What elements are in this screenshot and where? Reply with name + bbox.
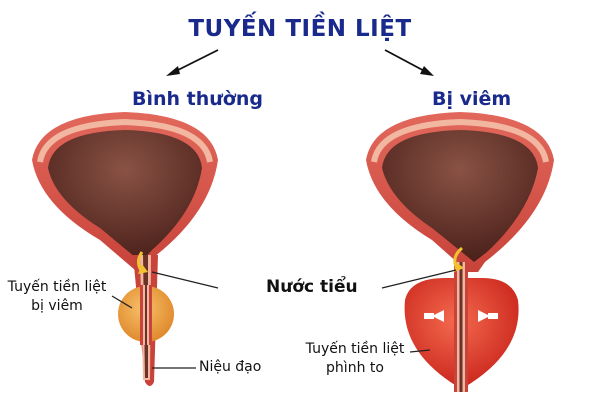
leader-inflamed-gland	[111, 295, 133, 309]
heading-normal: Bình thường	[132, 88, 263, 110]
leader-urine-right	[381, 269, 457, 289]
label-enlarged-gland-line1: Tuyến tiền liệt	[305, 341, 405, 357]
title-arrow-left	[166, 49, 219, 76]
enlarged-prostate	[404, 262, 519, 392]
compress-arrow-left	[432, 310, 444, 322]
diagram-title: TUYẾN TIỀN LIỆT	[188, 16, 412, 42]
leader-enlarged-gland	[409, 349, 431, 353]
label-inflamed-gland-line1: Tuyến tiền liệt	[7, 279, 107, 295]
leader-urine-left	[151, 271, 219, 289]
label-inflamed-gland-line2: bị viêm	[31, 298, 83, 314]
label-inflamed-gland: Tuyến tiền liệt bị viêm	[2, 278, 112, 316]
flow-arrow-right	[453, 246, 464, 272]
label-urine: Nước tiểu	[266, 277, 358, 297]
label-urethra: Niệu đạo	[199, 359, 262, 375]
label-enlarged-gland-line2: phình to	[326, 360, 384, 376]
normal-prostate	[118, 285, 174, 345]
inflamed-bladder	[366, 112, 554, 272]
compress-arrow-right	[478, 310, 490, 322]
heading-inflamed: Bị viêm	[432, 88, 512, 110]
flow-arrow-left	[137, 251, 148, 274]
label-enlarged-gland: Tuyến tiền liệt phình to	[300, 340, 410, 378]
title-arrow-right	[384, 49, 434, 76]
normal-bladder	[32, 112, 218, 386]
